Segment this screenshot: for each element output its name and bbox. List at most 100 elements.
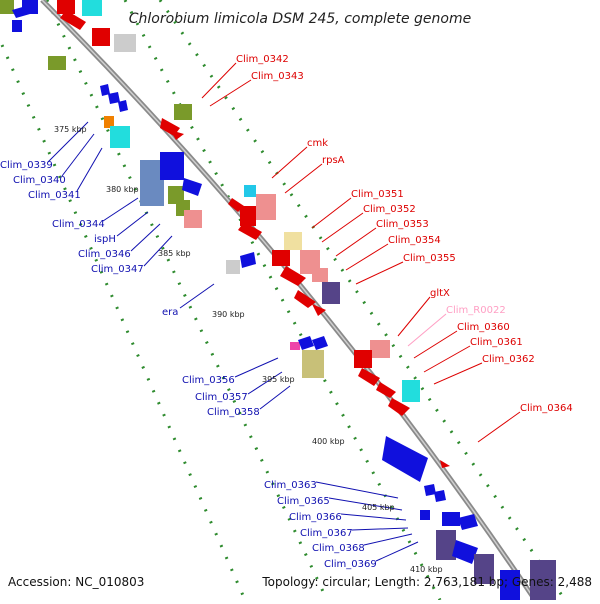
label-leader-lines (47, 62, 521, 562)
gene-block (322, 282, 340, 304)
gene-block (312, 268, 328, 282)
scale-tick-label: 400 kbp (312, 437, 345, 446)
genome-backbone-highlight (41, 0, 536, 601)
forward-leader-line (397, 296, 431, 337)
gene-arrow (280, 266, 306, 286)
reverse-gene-label: Clim_0347 (91, 264, 144, 275)
gene-arrow (312, 336, 328, 350)
forward-gene-label: cmk (307, 138, 328, 149)
forward-leader-line (321, 212, 364, 243)
reverse-gene-label: Clim_0344 (52, 219, 105, 230)
reverse-leader-line (363, 533, 413, 546)
accession-text: Accession: NC_010803 (8, 575, 144, 589)
forward-leader-line (345, 243, 389, 271)
topology-text: Topology: circular; Length: 2,763,181 bp… (261, 575, 592, 589)
gene-block (0, 0, 14, 14)
reverse-gene-label: Clim_0340 (13, 175, 66, 186)
gene-block (240, 206, 256, 226)
reverse-leader-line (179, 283, 215, 309)
reverse-gene-label: Clim_0346 (78, 249, 131, 260)
gene-block (48, 56, 66, 70)
forward-leader-line (271, 146, 308, 179)
reverse-leader-line (340, 513, 407, 521)
forward-gene-label: Clim_0361 (470, 337, 523, 348)
gene-arrow (312, 304, 326, 316)
gene-arrow (388, 398, 410, 416)
gene-arrow (60, 10, 86, 30)
gene-block (436, 530, 456, 560)
reverse-gene-label: Clim_0368 (312, 543, 365, 554)
gene-block (272, 250, 290, 266)
forward-gene-label: rpsA (322, 155, 345, 166)
reverse-leader-line (76, 147, 103, 192)
scale-tick-label: 390 kbp (212, 310, 245, 319)
map-title: Chlorobium limicola DSM 245, complete ge… (129, 11, 472, 27)
gene-arrow (238, 222, 262, 240)
forward-gene-label: Clim_0354 (388, 235, 441, 246)
forward-leader-line (413, 330, 458, 359)
reverse-gene-label: Clim_0357 (195, 392, 248, 403)
gene-block (104, 116, 114, 128)
gene-block (370, 340, 390, 358)
forward-features (57, 0, 450, 468)
reverse-gene-label: Clim_0339 (0, 160, 53, 171)
scale-tick-label: 375 kbp (54, 125, 87, 134)
forward-leader-line (433, 362, 483, 385)
gene-arrow (182, 178, 202, 196)
genome-backbone (40, 0, 538, 602)
reverse-gene-label: ispH (94, 234, 116, 245)
gene-arrow (440, 460, 450, 468)
reverse-leader-line (143, 235, 173, 267)
scale-tick-label: 410 kbp (410, 565, 443, 574)
gene-arrow (12, 6, 30, 18)
reverse-gene-label: era (162, 307, 178, 318)
gene-block (226, 260, 240, 274)
scale-tick-label: 380 kbp (106, 185, 139, 194)
gene-arrow (424, 484, 436, 496)
forward-gene-label: gltX (430, 288, 450, 299)
gene-block (160, 152, 184, 180)
forward-gene-label: Clim_0343 (251, 71, 304, 82)
forward-leader-line (209, 79, 252, 107)
forward-gene-label: Clim_0360 (457, 322, 510, 333)
forward-gene-label: Clim_0352 (363, 204, 416, 215)
reverse-gene-label: Clim_0366 (289, 512, 342, 523)
gene-block (184, 210, 202, 228)
gene-arrow (434, 490, 446, 502)
forward-leader-line (201, 62, 237, 99)
reverse-leader-line (47, 121, 89, 163)
reverse-leader-line (116, 211, 149, 237)
gene-block (174, 104, 192, 120)
reverse-gene-label: Clim_0367 (300, 528, 353, 539)
gene-arrow (118, 100, 128, 112)
gene-arrow (358, 368, 380, 386)
outer-reverse-track-guide (45, 0, 329, 601)
forward-gene-labels: Clim_0342Clim_0343cmkrpsAClim_0351Clim_0… (236, 54, 573, 414)
gene-block (402, 380, 420, 402)
forward-leader-line (335, 227, 377, 257)
reverse-leader-line (130, 223, 161, 252)
gene-block (114, 34, 136, 52)
scale-tick-label: 395 kbp (262, 375, 295, 384)
reverse-gene-label: Clim_0358 (207, 407, 260, 418)
forward-leader-line (311, 197, 352, 229)
gene-block (256, 194, 276, 220)
reverse-leader-line (375, 541, 419, 562)
gene-block (57, 0, 75, 14)
gene-block (530, 560, 556, 600)
gene-block (284, 232, 302, 250)
gene-block (500, 570, 520, 600)
gene-arrow (452, 540, 478, 564)
reverse-leader-line (328, 497, 403, 511)
gene-block (442, 512, 460, 526)
gene-block (420, 510, 430, 520)
forward-track-guide (123, 0, 442, 601)
forward-gene-label: Clim_0364 (520, 403, 573, 414)
reverse-features (0, 0, 556, 600)
forward-leader-line (407, 313, 447, 347)
reverse-leader-line (259, 385, 291, 410)
reverse-gene-label: Clim_0341 (28, 190, 81, 201)
gene-block (110, 126, 130, 148)
